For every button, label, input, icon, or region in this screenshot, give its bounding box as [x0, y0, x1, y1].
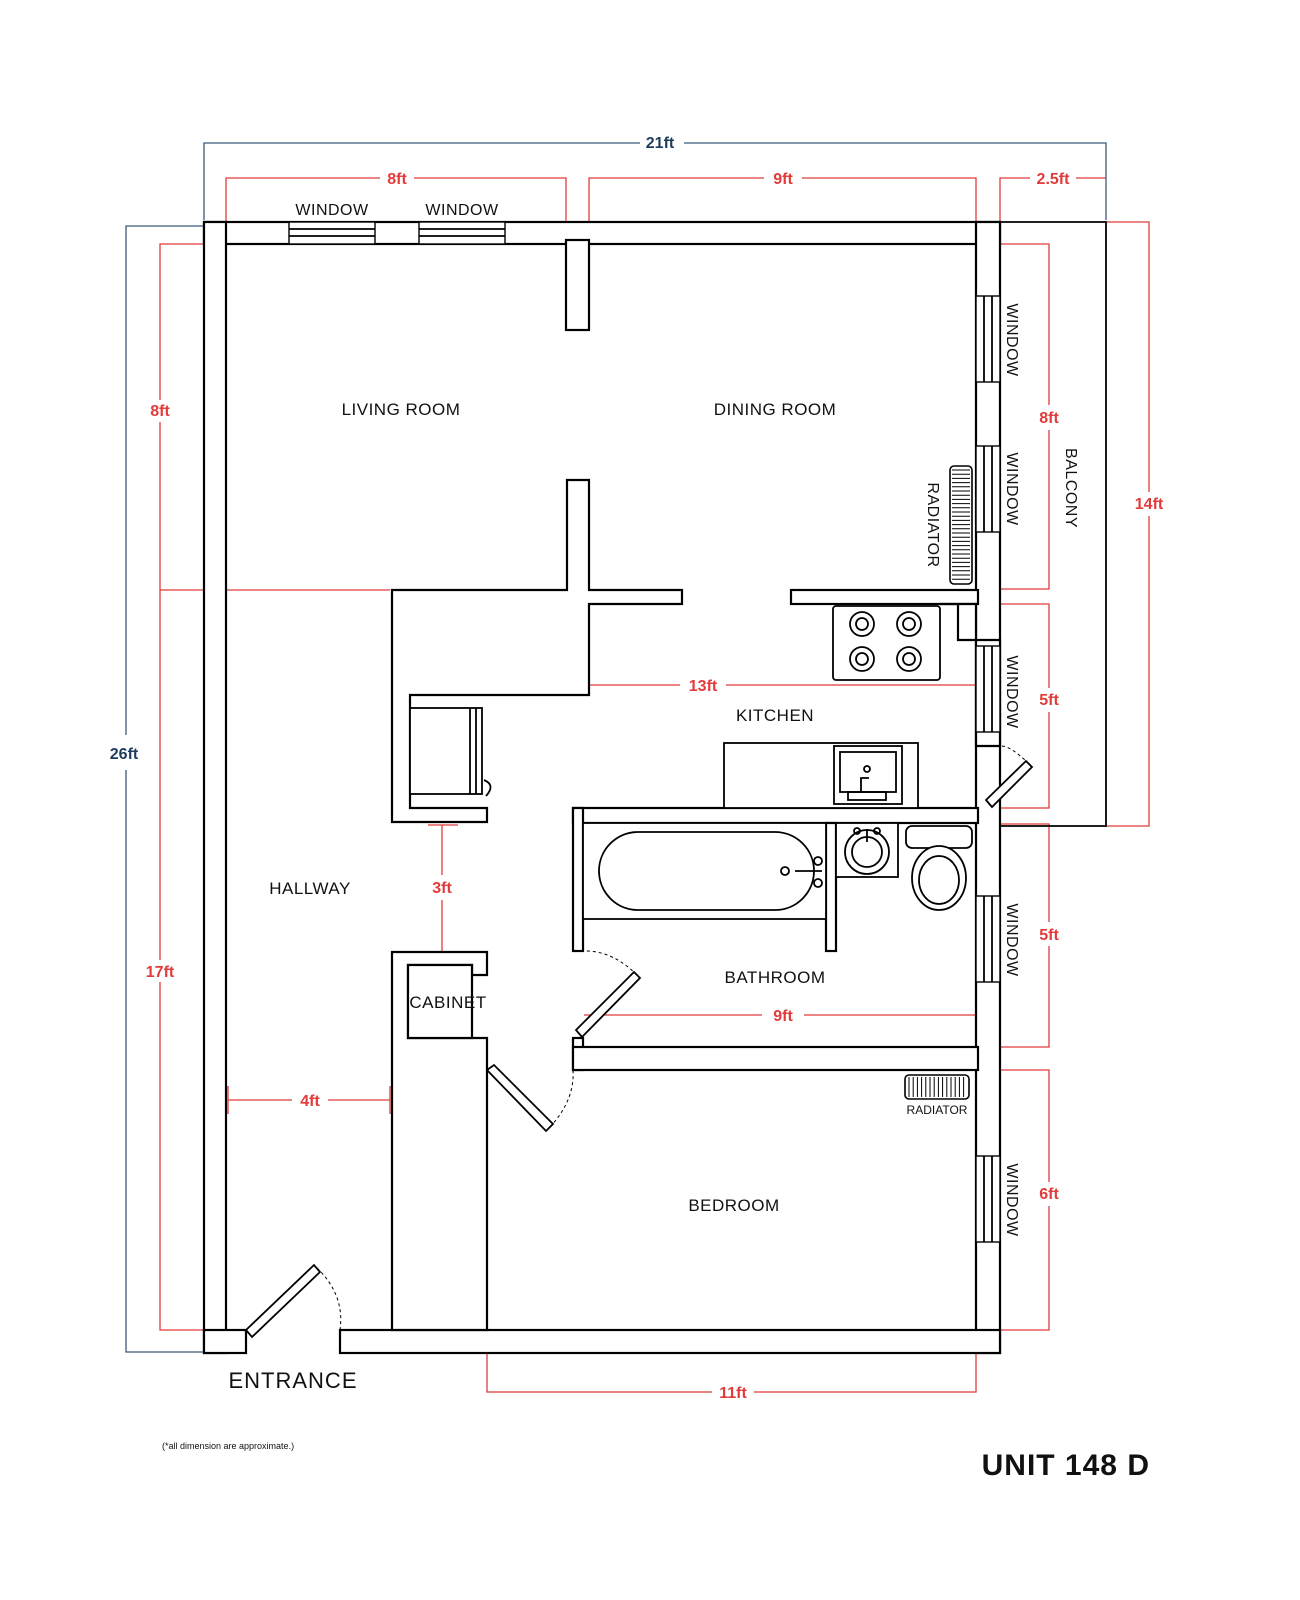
- dim-overall-height: 26ft: [110, 746, 139, 763]
- dimension-lines-overall: [125, 142, 1107, 1353]
- dim-overall-width: 21ft: [646, 135, 675, 152]
- radiator-icon: [904, 1074, 970, 1100]
- window-top-2: [418, 221, 506, 245]
- divider-cross: [390, 478, 684, 824]
- window-right-1: [975, 295, 1001, 383]
- living-room-label: LIVING ROOM: [342, 400, 461, 419]
- doors: [244, 745, 1034, 1339]
- balcony-door: [984, 745, 1034, 809]
- bath-top-wall: [571, 806, 980, 825]
- window-top-1: [288, 221, 376, 245]
- entrance-door: [244, 1263, 342, 1339]
- bedroom-label: BEDROOM: [688, 1196, 779, 1215]
- dim-bath-height: 5ft: [1039, 927, 1059, 944]
- dim-dining-height: 8ft: [1039, 410, 1059, 427]
- dim-balcony-width: 2.5ft: [1037, 171, 1071, 188]
- window-label: WINDOW: [1003, 1163, 1020, 1237]
- kitchen-counter: [723, 742, 919, 809]
- window-right-bed: [975, 1155, 1001, 1243]
- dim-hall-door-gap: 3ft: [432, 880, 452, 897]
- window-label: WINDOW: [1003, 452, 1020, 526]
- radiator-label: RADIATOR: [907, 1103, 968, 1117]
- hallway-label: HALLWAY: [269, 879, 351, 898]
- cabinet-box: [406, 963, 474, 1040]
- window-label: WINDOW: [1003, 903, 1020, 977]
- radiator-icon: [949, 465, 973, 585]
- divider-top-stub: [564, 238, 591, 332]
- dim-lower-left-height: 17ft: [146, 964, 175, 981]
- balcony-label: BALCONY: [1062, 448, 1079, 528]
- bath-left-wall: [571, 806, 585, 953]
- dim-bath-width: 9ft: [773, 1008, 793, 1025]
- bathtub-icon: [582, 822, 827, 920]
- dim-kitchen-width: 13ft: [689, 678, 718, 695]
- kitchen-label: KITCHEN: [736, 706, 814, 725]
- window-label: WINDOW: [1003, 655, 1020, 729]
- bathroom-door: [574, 950, 642, 1039]
- dining-room-label: DINING ROOM: [714, 400, 837, 419]
- window-right-bath: [975, 895, 1001, 983]
- bathroom-sink-icon: [835, 822, 899, 878]
- window-right-kitchen: [975, 645, 1001, 733]
- tub-partition: [824, 821, 838, 953]
- unit-title: UNIT 148 D: [982, 1449, 1150, 1482]
- dim-balcony-height: 14ft: [1135, 496, 1164, 513]
- cabinet-label: CABINET: [409, 993, 486, 1012]
- window-right-2: [975, 445, 1001, 533]
- window-label: WINDOW: [1003, 303, 1020, 377]
- stove-icon: [832, 605, 941, 681]
- radiator-label: RADIATOR: [924, 482, 941, 567]
- dim-kitchen-height: 5ft: [1039, 692, 1059, 709]
- window-label: WINDOW: [425, 202, 499, 219]
- wall-bottom-left: [202, 1328, 248, 1355]
- bedroom-door: [485, 1063, 574, 1133]
- dim-dining-width: 9ft: [773, 171, 793, 188]
- labels: WINDOW WINDOW WINDOW WINDOW WINDOW WINDO…: [162, 202, 1150, 1482]
- wall-bottom-right: [338, 1328, 1002, 1355]
- walls: [202, 220, 1107, 1355]
- dim-hall-width: 4ft: [300, 1093, 320, 1110]
- windows: [288, 221, 1001, 1243]
- fridge-icon: [409, 707, 492, 797]
- kitchen-wall-stub: [789, 588, 980, 606]
- window-label: WINDOW: [295, 202, 369, 219]
- dim-bed-width: 11ft: [719, 1385, 747, 1402]
- dim-living-width: 8ft: [387, 171, 407, 188]
- bath-bottom-wall: [571, 1045, 980, 1072]
- kitchen-sink-icon: [833, 745, 903, 805]
- dim-upper-left-height: 8ft: [150, 403, 170, 420]
- entrance-label: ENTRANCE: [228, 1368, 357, 1393]
- bathroom-label: BATHROOM: [725, 968, 826, 987]
- dim-bed-height: 6ft: [1039, 1186, 1059, 1203]
- wall-left: [202, 220, 228, 1355]
- disclaimer-note: (*all dimension are approximate.): [162, 1441, 294, 1451]
- fixtures: [409, 465, 973, 1100]
- dimension-labels: 21ft 26ft 8ft 9ft 2.5ft 8ft 17ft 8ft 5ft…: [110, 135, 1164, 1402]
- toilet-icon: [905, 825, 973, 911]
